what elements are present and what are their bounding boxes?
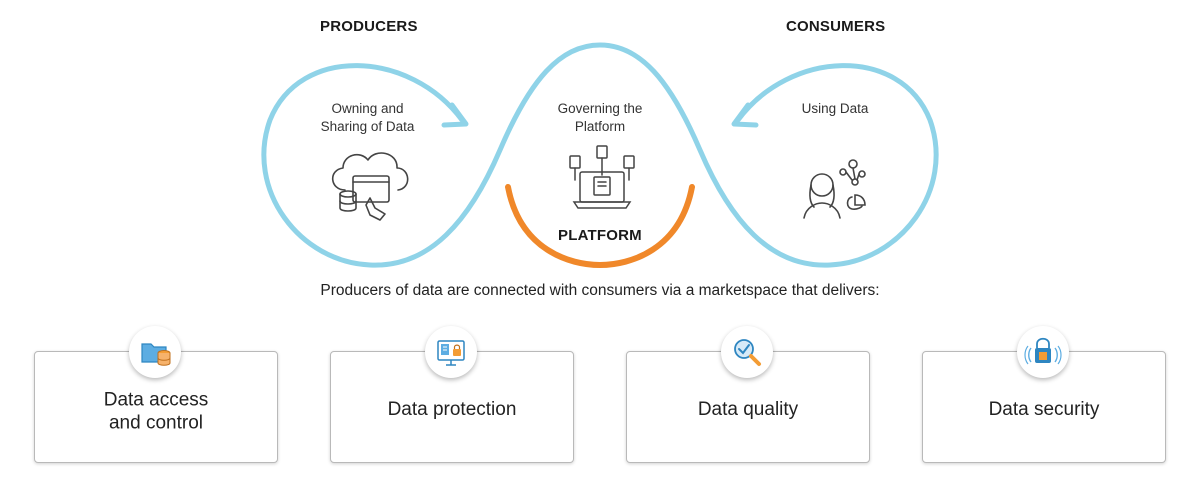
monitor-lock-icon	[425, 326, 477, 378]
magnifier-check-icon	[721, 326, 773, 378]
platform-description: Governing the Platform	[557, 101, 643, 134]
person-analytics-icon	[803, 159, 866, 219]
arrow-head-left	[441, 102, 469, 128]
card-label: Data access and control	[103, 389, 209, 434]
folder-database-icon	[129, 326, 181, 378]
network-platform-icon	[569, 145, 635, 209]
infinity-loop-diagram	[261, 42, 939, 269]
card-label: Data security	[988, 398, 1100, 420]
card-label: Data quality	[697, 398, 799, 420]
consumers-description: Using Data	[801, 101, 869, 116]
card-label: Data protection	[387, 398, 517, 420]
producers-description: Owning and Sharing of Data	[320, 101, 415, 134]
platform-arc	[505, 184, 695, 269]
producers-heading: PRODUCERS	[320, 18, 418, 35]
platform-label: PLATFORM	[558, 227, 642, 244]
cloud-database-icon	[331, 152, 409, 221]
consumers-heading: CONSUMERS	[786, 18, 886, 35]
padlock-signal-icon	[1017, 326, 1069, 378]
arrow-head-right	[731, 102, 759, 128]
producers-loop	[261, 42, 939, 268]
card-data-quality: Data quality	[626, 351, 870, 463]
tagline: Producers of data are connected with con…	[320, 282, 880, 299]
